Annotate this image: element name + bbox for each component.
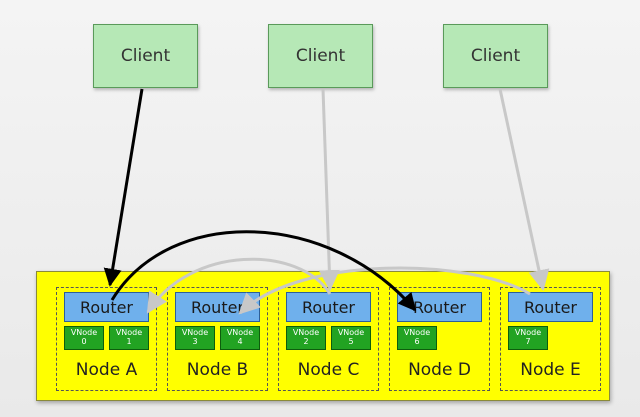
vnode-label: VNode (337, 328, 365, 337)
vnode-label: VNode (403, 328, 431, 337)
client-label: Client (470, 46, 521, 66)
node-label: Node A (75, 360, 138, 380)
vnode-id: 0 (81, 337, 87, 346)
router-e-to-vnode-4-arc (238, 266, 531, 315)
node-label: Node E (520, 360, 581, 380)
node-label: Node D (408, 360, 471, 380)
client1-to-router-a-arrow (103, 88, 144, 287)
client-box-1: Client (93, 24, 198, 88)
router-box: Router (64, 292, 149, 322)
vnode-id: 2 (303, 337, 309, 346)
client2-to-router-c-arrow (318, 88, 340, 292)
client3-to-router-e-arrow (498, 88, 550, 292)
vnode-id: 7 (525, 337, 531, 346)
vnode-label: VNode (226, 328, 254, 337)
vnode-id: 3 (192, 337, 198, 346)
client-label: Client (120, 46, 171, 66)
router-label: Router (301, 297, 356, 317)
vnode-label: VNode (292, 328, 320, 337)
router-label: Router (523, 297, 578, 317)
client-box-3: Client (443, 24, 548, 88)
router-label: Router (412, 297, 467, 317)
vnode-id: 6 (414, 337, 420, 346)
vnode-label: VNode (514, 328, 542, 337)
vnode-id: 1 (126, 337, 132, 346)
node-label: Node C (297, 360, 360, 380)
vnode-label: VNode (181, 328, 209, 337)
client-box-2: Client (268, 24, 373, 88)
router-label: Router (79, 297, 134, 317)
vnode-label: VNode (70, 328, 98, 337)
router-box: Router (508, 292, 593, 322)
vnode-id: 4 (237, 337, 243, 346)
node-label: Node B (186, 360, 249, 380)
client-label: Client (295, 46, 346, 66)
vnode-label: VNode (115, 328, 143, 337)
router-c-to-vnode-1-arc (146, 257, 332, 314)
router-label: Router (190, 297, 245, 317)
router-a-to-vnode-6-arc (110, 230, 417, 312)
vnode-id: 5 (348, 337, 354, 346)
